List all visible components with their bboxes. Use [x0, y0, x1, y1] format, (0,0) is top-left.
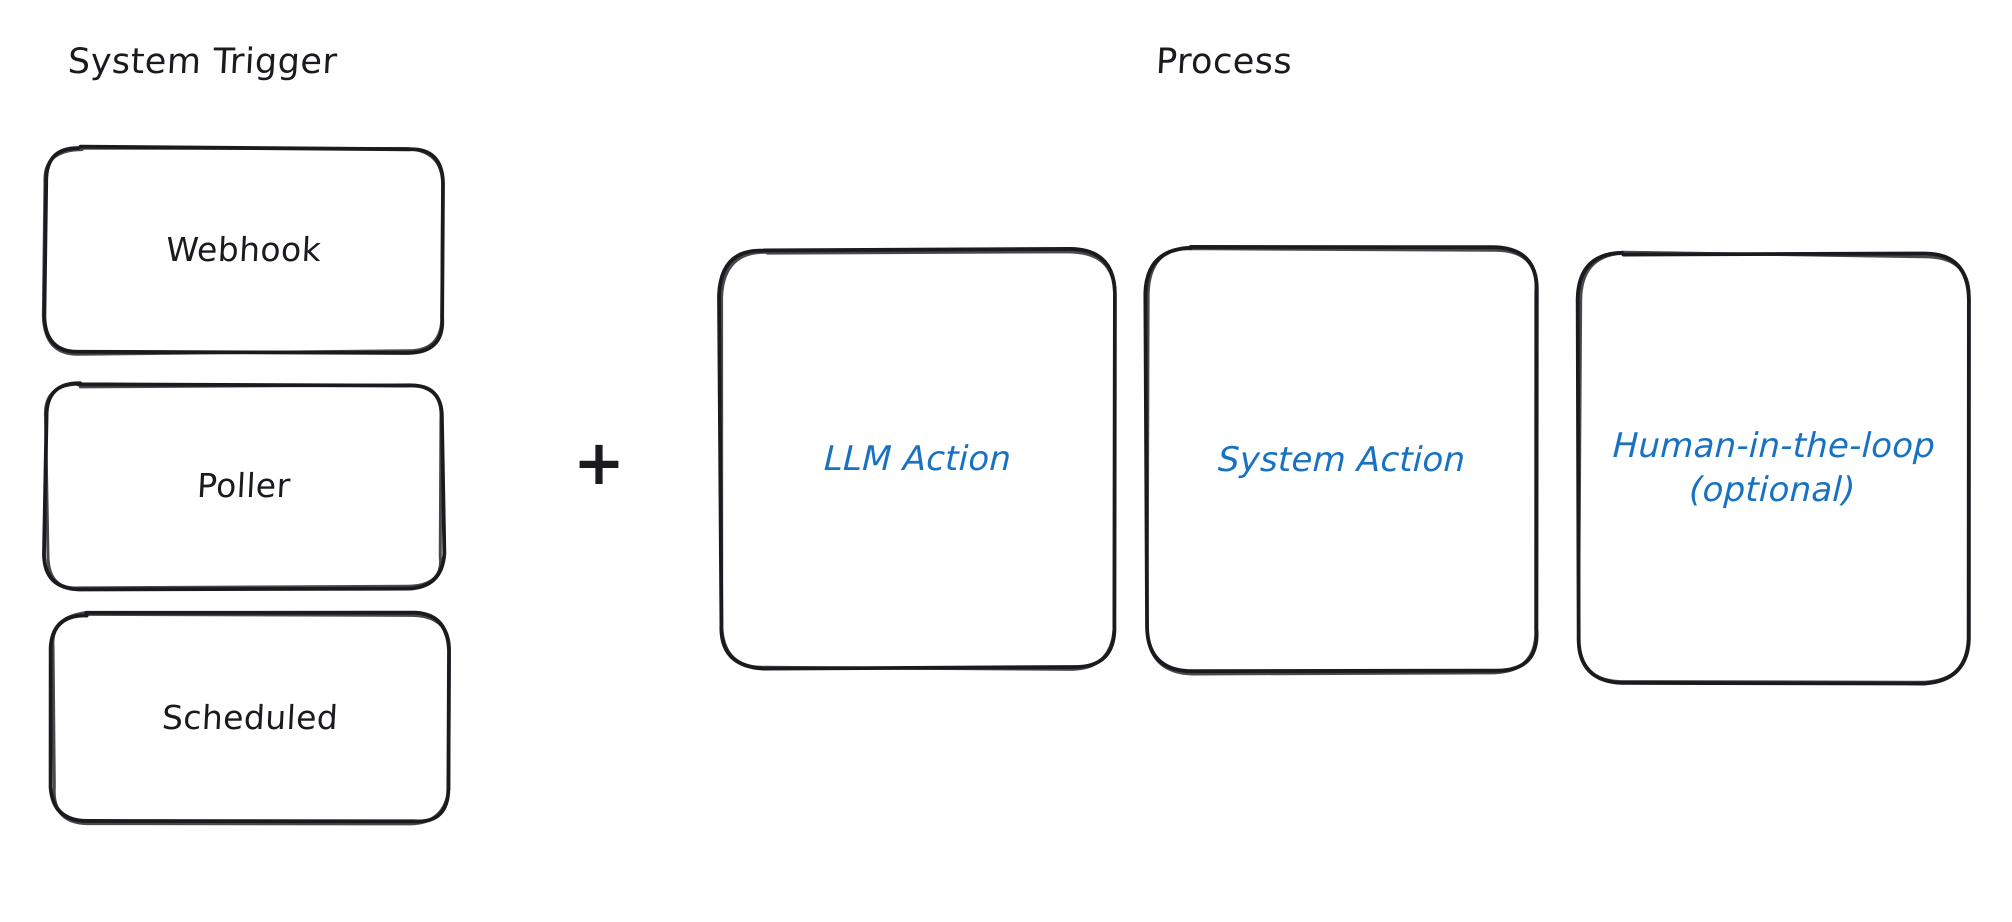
plus-operator-icon: + [573, 426, 625, 499]
node-label: Poller [196, 466, 292, 506]
node-label: LLM Action [823, 438, 1012, 479]
node-llm-action[interactable]: LLM Action [720, 250, 1115, 668]
node-system-action[interactable]: System Action [1146, 248, 1538, 672]
node-label: Webhook [165, 230, 323, 270]
group-title-system-trigger: System Trigger [66, 42, 339, 82]
node-webhook[interactable]: Webhook [45, 148, 443, 353]
node-label: Scheduled [160, 697, 340, 737]
node-human-in-the-loop[interactable]: Human-in-the-loop (optional) [1578, 254, 1968, 682]
node-scheduled[interactable]: Scheduled [52, 614, 448, 822]
node-label: Human-in-the-loop (optional) [1611, 425, 1936, 510]
node-poller[interactable]: Poller [45, 384, 443, 589]
node-label: System Action [1217, 439, 1467, 480]
group-title-process: Process [1154, 42, 1294, 82]
